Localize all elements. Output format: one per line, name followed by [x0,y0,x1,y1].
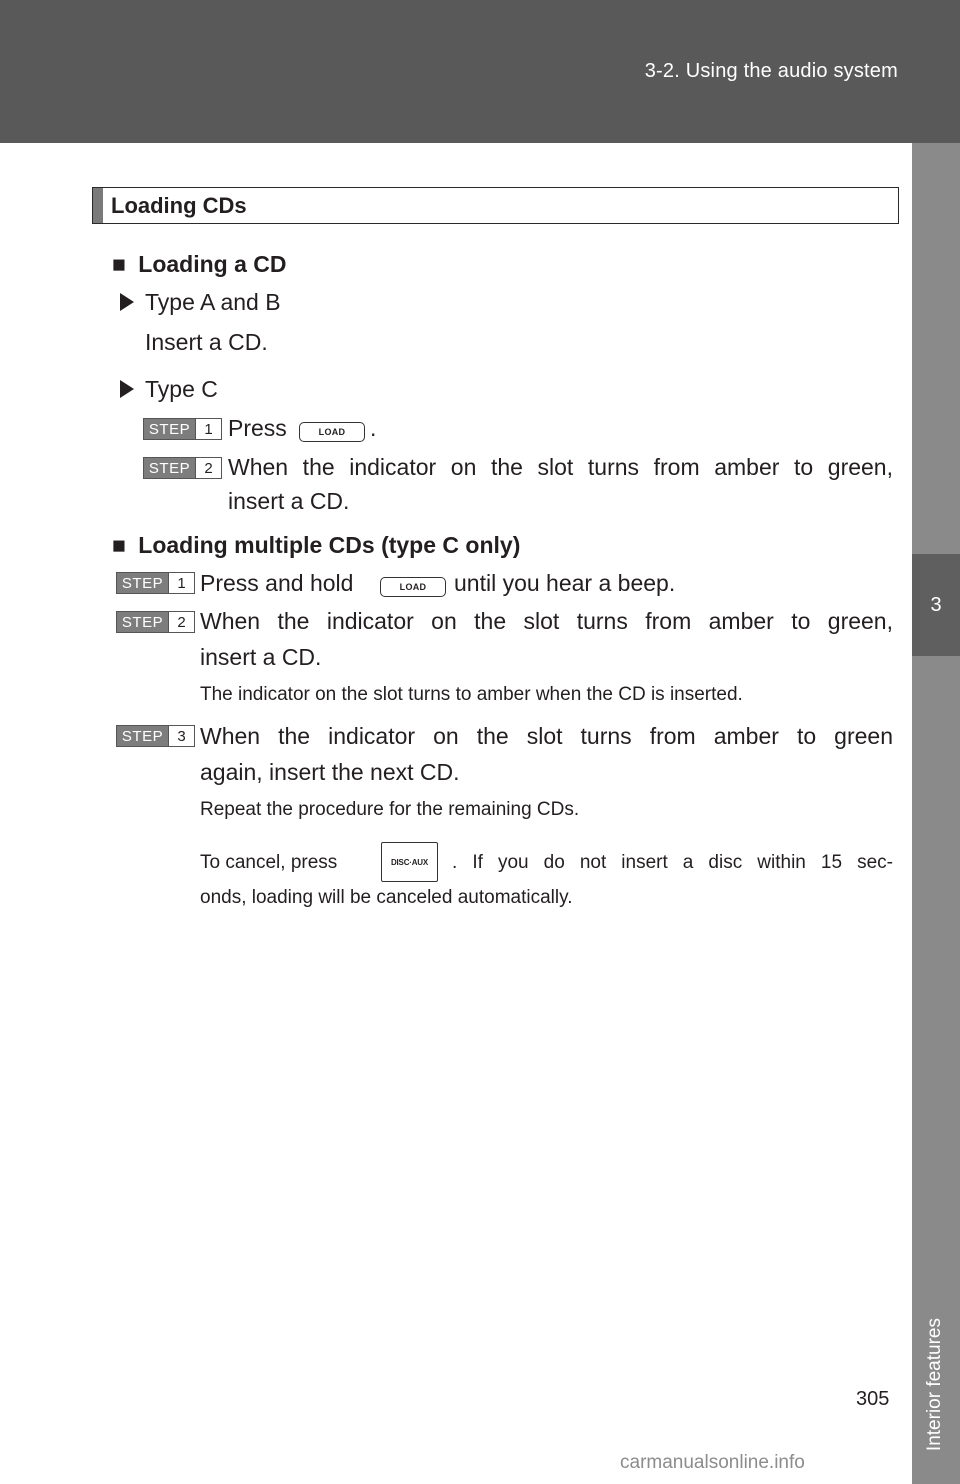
step-number: 3 [168,726,194,746]
cancel-note-post: . If you do not insert a disc within 15 … [452,852,893,873]
step-word: STEP [117,726,168,746]
page-header: 3-2. Using the audio system [0,0,960,143]
chapter-label: Interior features [924,1318,945,1452]
subheading-text: Loading a CD [138,251,287,277]
load-button-icon: LOAD [380,577,446,597]
subheading-text: Loading multiple CDs (type C only) [138,532,521,558]
step-badge: STEP 2 [143,457,222,479]
step-badge: STEP 2 [116,611,195,633]
step-note: The indicator on the slot turns to amber… [200,684,743,705]
step-word: STEP [144,419,195,439]
step-text-post: until you hear a beep. [454,570,676,596]
cancel-note-pre: To cancel, press [200,852,338,873]
load-button-icon: LOAD [299,422,365,442]
step-number: 1 [195,419,221,439]
step-text-line1: When the indicator on the slot turns fro… [200,723,893,749]
side-tab-top [912,143,960,554]
section-title: Loading CDs [111,193,247,218]
step-badge: STEP 1 [116,572,195,594]
step-text-pre: Press and hold [200,570,354,596]
cancel-note-line2: onds, loading will be canceled automatic… [200,887,573,908]
disc-aux-button-icon: DISC·AUX [381,842,438,882]
step-text-line2: insert a CD. [200,644,322,670]
step-text-line1: When the indicator on the slot turns fro… [200,608,893,634]
step-text-post: . [370,415,377,441]
step-text-pre: Press [228,415,287,441]
square-bullet-icon: ■ [112,532,126,558]
square-bullet-icon: ■ [112,251,126,277]
step-text-line1: When the indicator on the slot turns fro… [228,454,893,480]
type-ab-label: Type A and B [145,289,281,315]
subheading-loading-multiple: ■ Loading multiple CDs (type C only) [112,528,520,563]
step-badge: STEP 1 [143,418,222,440]
step-badge: STEP 3 [116,725,195,747]
step-text: Press [228,411,287,446]
section-title-box: Loading CDs [92,187,899,224]
page-number: 305 [856,1388,890,1410]
chapter-section-title: 3-2. Using the audio system [644,60,898,82]
arrow-bullet-icon [120,293,134,311]
step-text-line2: again, insert the next CD. [200,759,460,785]
step-number: 2 [168,612,194,632]
chapter-label-tab: Interior features [912,656,960,1484]
subheading-loading-a-cd: ■ Loading a CD [112,247,287,282]
type-ab-instruction: Insert a CD. [145,329,268,355]
step-word: STEP [144,458,195,478]
step-number: 2 [195,458,221,478]
step-number: 1 [168,573,194,593]
section-title-bar [93,188,103,223]
type-c-label: Type C [145,376,218,402]
watermark: carmanualsonline.info [620,1452,805,1473]
step-note: Repeat the procedure for the remaining C… [200,799,580,820]
arrow-bullet-icon [120,380,134,398]
step-text-line2: insert a CD. [228,488,350,514]
step-word: STEP [117,612,168,632]
step-word: STEP [117,573,168,593]
chapter-number-tab: 3 [912,554,960,656]
